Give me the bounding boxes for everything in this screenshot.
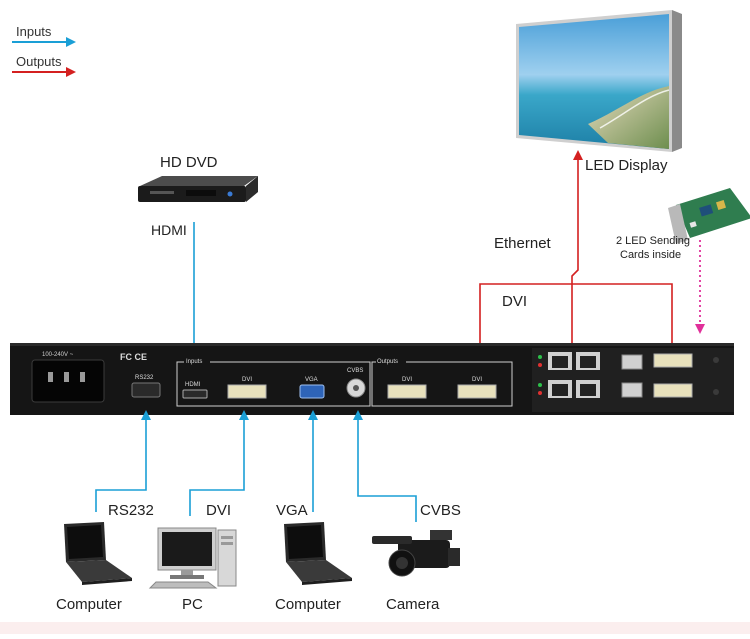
dvi-input-cable — [189, 410, 249, 516]
ethernet-ports-top — [538, 352, 600, 370]
ethernet-cable — [571, 150, 583, 355]
dvi-output-label: DVI — [502, 293, 527, 310]
dvi-output1-port — [387, 384, 427, 399]
rs232-connection-label: RS232 — [108, 502, 154, 519]
led-display-surf — [599, 89, 670, 129]
led-display-side — [672, 10, 682, 152]
dvi-output-cable — [479, 283, 677, 362]
cvbs-connection-label: CVBS — [420, 502, 461, 519]
hd-dvd-title: HD DVD — [160, 154, 218, 171]
laptop-icon — [64, 522, 132, 585]
laptop-icon — [284, 522, 352, 585]
hdmi-port — [182, 389, 208, 399]
legend-inputs-label: Inputs — [16, 24, 52, 39]
power-label: 100-240V ~ — [42, 352, 74, 358]
cert-label: FC CE — [120, 352, 147, 362]
inputs-group — [176, 361, 371, 407]
sending-card-dvi-top — [653, 353, 693, 368]
hdmi-port-label: HDMI — [185, 382, 201, 388]
dvi-input-port-label: DVI — [242, 377, 252, 383]
cvbs-cable — [353, 410, 417, 522]
dvi-output2-port — [457, 384, 497, 399]
hdmi-connection-label: HDMI — [151, 222, 187, 238]
camera-label: Camera — [386, 596, 440, 613]
sending-card-icon — [668, 188, 750, 244]
bottom-strip — [0, 622, 750, 634]
video-camera-icon — [372, 530, 460, 577]
led-display — [516, 10, 682, 152]
sending-cards-line1: 2 LED Sending — [616, 235, 690, 247]
legend-outputs-label: Outputs — [16, 54, 62, 69]
sending-card-dvi-bottom — [653, 383, 693, 398]
led-display-label: LED Display — [585, 157, 668, 174]
rs232-port — [131, 382, 161, 398]
rs232-cable — [95, 410, 151, 512]
outputs-group-label: Outputs — [377, 359, 398, 365]
dvi-output2-port-label: DVI — [472, 377, 482, 383]
dvi-output1-port-label: DVI — [402, 377, 412, 383]
sending-cards-line2: Cards inside — [620, 249, 681, 261]
rs232-port-label: RS232 — [135, 375, 154, 381]
led-display-beach — [588, 86, 669, 149]
desktop-pc-icon — [148, 527, 237, 589]
vga-port-label: VGA — [305, 377, 318, 383]
usb-port-bottom — [621, 382, 643, 398]
cvbs-port-label: CVBS — [347, 368, 363, 374]
inputs-group-label: Inputs — [186, 359, 202, 365]
dvi-connection-label: DVI — [206, 502, 231, 519]
computer2-label: Computer — [275, 596, 341, 613]
hd-dvd-player-icon — [138, 176, 258, 202]
video-processor: 100-240V ~ FC CE RS232 Inputs HDMI DVI V… — [10, 343, 734, 415]
vga-connection-label: VGA — [276, 502, 308, 519]
usb-port-top — [621, 354, 643, 370]
outputs-group — [371, 361, 513, 407]
dvi-input-port — [227, 384, 267, 399]
pc-label: PC — [182, 596, 203, 613]
vga-port — [299, 384, 325, 399]
ethernet-ports-bottom — [538, 380, 600, 398]
ethernet-label: Ethernet — [494, 235, 552, 252]
computer1-label: Computer — [56, 596, 122, 613]
legend: Inputs Outputs — [12, 24, 76, 77]
